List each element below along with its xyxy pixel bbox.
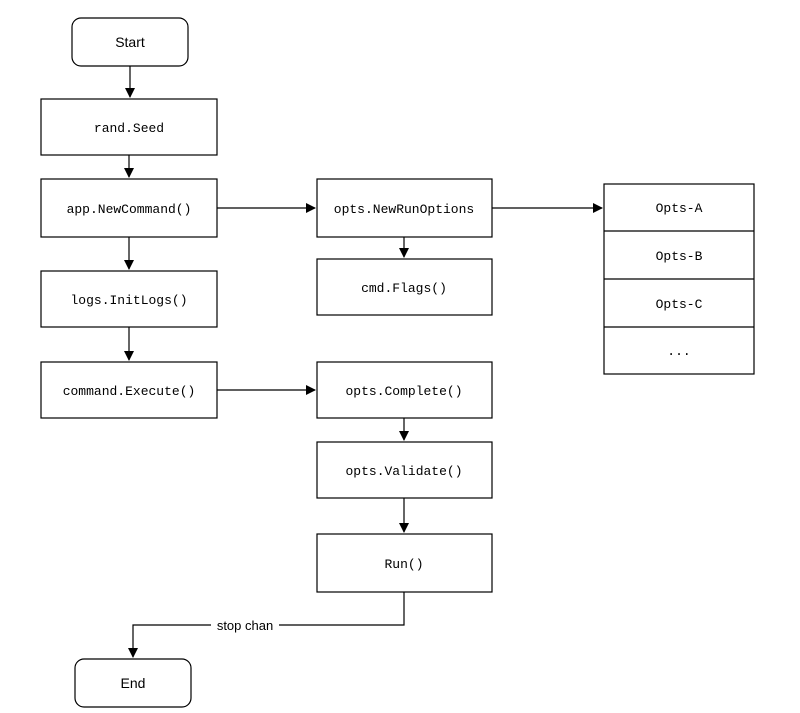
command-execute-node: command.Execute() xyxy=(40,361,218,419)
run-label: Run() xyxy=(384,557,423,572)
rand-seed-label: rand.Seed xyxy=(94,121,164,136)
options-row: Opts-C xyxy=(656,297,703,312)
cmd-flags-label: cmd.Flags() xyxy=(361,281,447,296)
new-command-label: app.NewCommand() xyxy=(67,202,192,217)
options-row: ... xyxy=(667,344,690,359)
start-node: Start xyxy=(71,17,189,67)
options-row: Opts-A xyxy=(656,201,703,216)
command-execute-label: command.Execute() xyxy=(63,384,196,399)
opts-validate-node: opts.Validate() xyxy=(316,441,493,499)
options-row: Opts-B xyxy=(656,249,703,264)
run-node: Run() xyxy=(316,533,493,593)
opts-validate-label: opts.Validate() xyxy=(345,464,462,479)
opts-complete-node: opts.Complete() xyxy=(316,361,493,419)
new-run-options-label: opts.NewRunOptions xyxy=(334,202,474,217)
rand-seed-node: rand.Seed xyxy=(40,98,218,156)
end-label: End xyxy=(121,675,146,691)
cmd-flags-node: cmd.Flags() xyxy=(316,258,493,316)
stop-chan-label-group: stop chan xyxy=(211,617,279,633)
init-logs-label: logs.InitLogs() xyxy=(70,293,187,308)
new-run-options-node: opts.NewRunOptions xyxy=(316,178,493,238)
start-label: Start xyxy=(115,34,145,50)
init-logs-node: logs.InitLogs() xyxy=(40,270,218,328)
opts-complete-label: opts.Complete() xyxy=(345,384,462,399)
stop-chan-label: stop chan xyxy=(217,618,273,633)
end-node: End xyxy=(74,658,192,708)
options-table: Opts-A Opts-B Opts-C ... xyxy=(603,183,755,375)
new-command-node: app.NewCommand() xyxy=(40,178,218,238)
